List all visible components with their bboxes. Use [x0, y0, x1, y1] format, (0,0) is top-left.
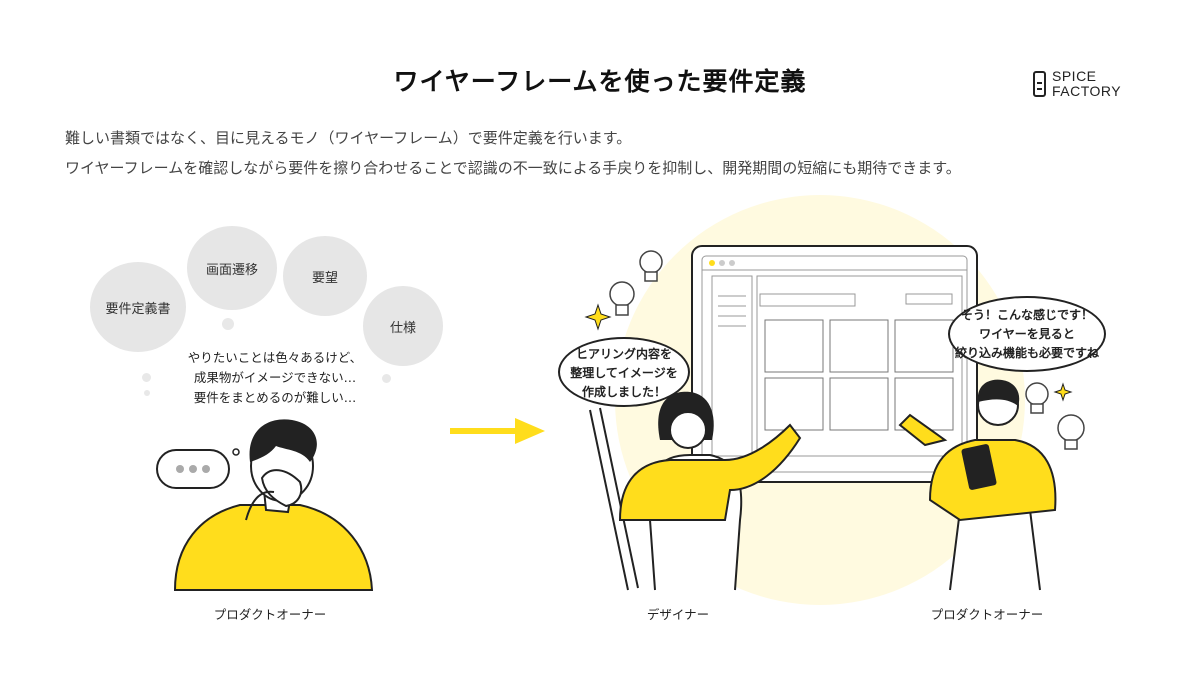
thought-dot [144, 390, 150, 396]
description: 難しい書類ではなく、目に見えるモノ（ワイヤーフレーム）で要件定義を行います。 ワ… [65, 123, 961, 183]
designer-figure [589, 391, 802, 591]
description-line-1: 難しい書類ではなく、目に見えるモノ（ワイヤーフレーム）で要件定義を行います。 [65, 129, 632, 147]
logo-line-1: SPICE [1052, 68, 1097, 84]
caption-designer: デザイナー [646, 607, 710, 622]
speech-line: 作成しました！ [581, 385, 666, 399]
bubble-spec: 仕様 [363, 286, 443, 366]
bubble-requirements-doc: 要件定義書 [90, 262, 186, 352]
thought-dot [382, 374, 391, 383]
thought-line: やりたいことは色々あるけど、 [187, 350, 363, 365]
thought-text: やりたいことは色々あるけど、 成果物がイメージできない… 要件をまとめるのが難し… [165, 348, 385, 408]
logo-line-2: FACTORY [1052, 83, 1122, 99]
thought-dot [142, 373, 151, 382]
bubble-label: 画面遷移 [205, 262, 258, 278]
thought-line: 要件をまとめるのが難しい… [193, 390, 357, 405]
typing-bubble-icon [156, 448, 240, 489]
designer-speech-bubble: ヒアリング内容を 整理してイメージを 作成しました！ [558, 337, 690, 407]
bubble-request: 要望 [283, 236, 367, 316]
lightbulb-icon [609, 250, 1085, 450]
bubble-screen-transition: 画面遷移 [187, 226, 277, 310]
speech-line: ヒアリング内容を [575, 347, 672, 361]
bubble-label: 仕様 [389, 320, 416, 336]
wireframe-monitor [691, 245, 978, 483]
logo-mark-icon [1033, 71, 1046, 97]
arrow-right-icon [450, 418, 545, 444]
bubble-label: 要望 [311, 270, 338, 286]
speech-line: そう！こんな感じです！ [960, 308, 1093, 322]
product-owner-right-figure [898, 379, 1057, 591]
caption-product-owner-right: プロダクトオーナー [930, 607, 1044, 622]
product-owner-left-figure [173, 419, 374, 591]
speech-line: 整理してイメージを [570, 366, 678, 380]
speech-line: ワイヤーを見ると [979, 327, 1075, 341]
thought-dot [222, 318, 234, 330]
bubble-label: 要件定義書 [105, 301, 171, 317]
owner-speech-bubble: そう！こんな感じです！ ワイヤーを見ると 絞り込み機能も必要ですね [948, 296, 1106, 372]
page-title: ワイヤーフレームを使った要件定義 [393, 67, 807, 96]
speech-line: 絞り込み機能も必要ですね [954, 346, 1099, 360]
sparkle-icon [584, 303, 1073, 402]
caption-product-owner-left: プロダクトオーナー [213, 607, 327, 622]
brand-logo[interactable]: SPICE FACTORY [1033, 69, 1121, 99]
description-line-2: ワイヤーフレームを確認しながら要件を擦り合わせることで認識の不一致による手戻りを… [65, 159, 961, 177]
thought-line: 成果物がイメージできない… [193, 370, 357, 385]
logo-text: SPICE FACTORY [1052, 69, 1121, 99]
